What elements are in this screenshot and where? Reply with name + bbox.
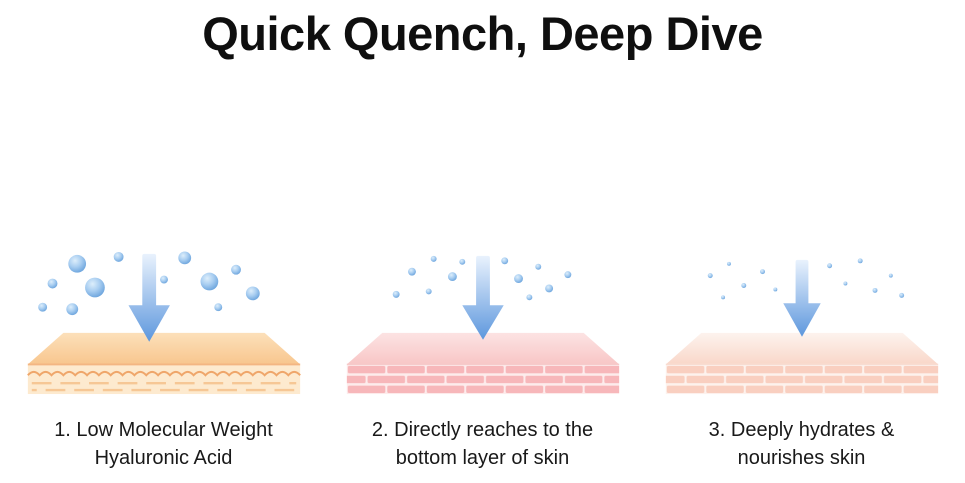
- skin-block: [665, 332, 938, 394]
- caption-line-2: nourishes skin: [737, 446, 866, 469]
- step-panel-3: 3. Deeply hydrates & nourishes skin: [642, 248, 961, 472]
- skin-block: [26, 332, 301, 394]
- skin-block: [346, 332, 619, 394]
- skin-absorption-illustration-2: [346, 255, 619, 394]
- caption-line-1: 1. Low Molecular Weight: [54, 418, 273, 441]
- step-panel-2: 2. Directly reaches to the bottom layer …: [323, 248, 642, 472]
- water-droplets: [707, 258, 904, 299]
- step-caption-1: 1. Low Molecular Weight Hyaluronic Acid: [54, 416, 273, 472]
- caption-line-2: bottom layer of skin: [395, 446, 570, 469]
- skin-absorption-illustration-3: [665, 258, 938, 394]
- step-caption-3: 3. Deeply hydrates & nourishes skin: [709, 416, 895, 472]
- absorption-arrow-icon: [461, 255, 504, 340]
- caption-line-2: Hyaluronic Acid: [94, 446, 233, 469]
- step-caption-2: 2. Directly reaches to the bottom layer …: [372, 416, 593, 472]
- epidermis-wave-line: [26, 370, 301, 377]
- absorption-arrow-icon: [127, 253, 170, 342]
- caption-line-1: 2. Directly reaches to the: [371, 418, 594, 441]
- absorption-arrow-icon: [782, 259, 821, 337]
- water-droplets: [37, 251, 260, 315]
- skin-absorption-illustration-1: [26, 251, 301, 394]
- water-droplets: [392, 255, 571, 300]
- caption-line-1: 3. Deeply hydrates &: [708, 418, 895, 441]
- page-title: Quick Quench, Deep Dive: [202, 7, 763, 60]
- steps-row: 1. Low Molecular Weight Hyaluronic Acid: [0, 248, 965, 472]
- step-panel-1: 1. Low Molecular Weight Hyaluronic Acid: [4, 248, 323, 472]
